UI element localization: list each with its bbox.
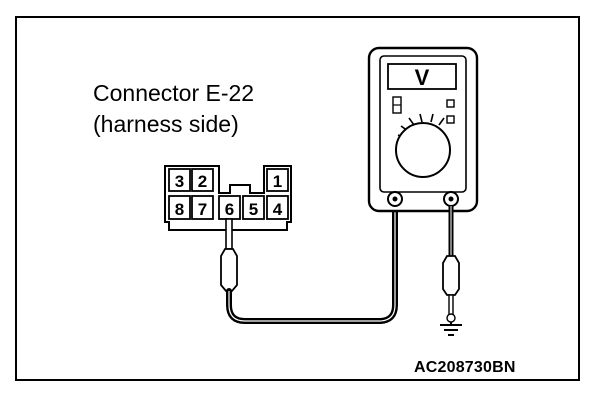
pin-label: 8	[175, 200, 184, 219]
terminal-2	[191, 168, 214, 192]
pin-label: 1	[273, 172, 282, 191]
multimeter-display	[387, 63, 457, 90]
test-lead-wire-highlight	[228, 199, 396, 322]
figure-border	[15, 16, 580, 381]
ground-symbol-icon	[440, 322, 462, 336]
ground-probe-tip	[448, 294, 454, 317]
pin-label: 5	[249, 200, 258, 219]
probe-needle	[225, 218, 233, 250]
display-reading: V	[415, 65, 430, 90]
jack-volt-center	[448, 196, 454, 202]
multimeter: V	[367, 46, 479, 213]
terminal-8	[168, 195, 191, 220]
pin-label: 6	[225, 200, 234, 219]
pin-label: 3	[175, 172, 184, 191]
terminal-1	[266, 168, 289, 192]
back-probe	[220, 218, 238, 292]
terminal-4	[266, 195, 289, 220]
probe-handle	[220, 248, 238, 292]
connector-title: Connector E-22	[93, 80, 255, 106]
ground-probe-handle	[442, 255, 460, 296]
pin-label: 4	[273, 200, 283, 219]
pin-label: 7	[198, 200, 207, 219]
figure-code: AC208730BN	[414, 359, 516, 376]
terminal-3	[168, 168, 191, 192]
pin-label: 2	[198, 172, 207, 191]
terminal-5	[242, 195, 265, 220]
jack-com-center	[392, 196, 398, 202]
ground-lead	[440, 206, 462, 336]
indicator-square-icon	[446, 115, 455, 124]
connector-subtitle: (harness side)	[93, 111, 239, 137]
terminal-7	[191, 195, 214, 220]
connector-e22: 3 2 1 8 7 6 5 4	[164, 165, 292, 231]
indicator-square-icon	[446, 99, 455, 108]
ground-clip-icon	[446, 313, 456, 323]
selector-dial	[395, 122, 451, 178]
